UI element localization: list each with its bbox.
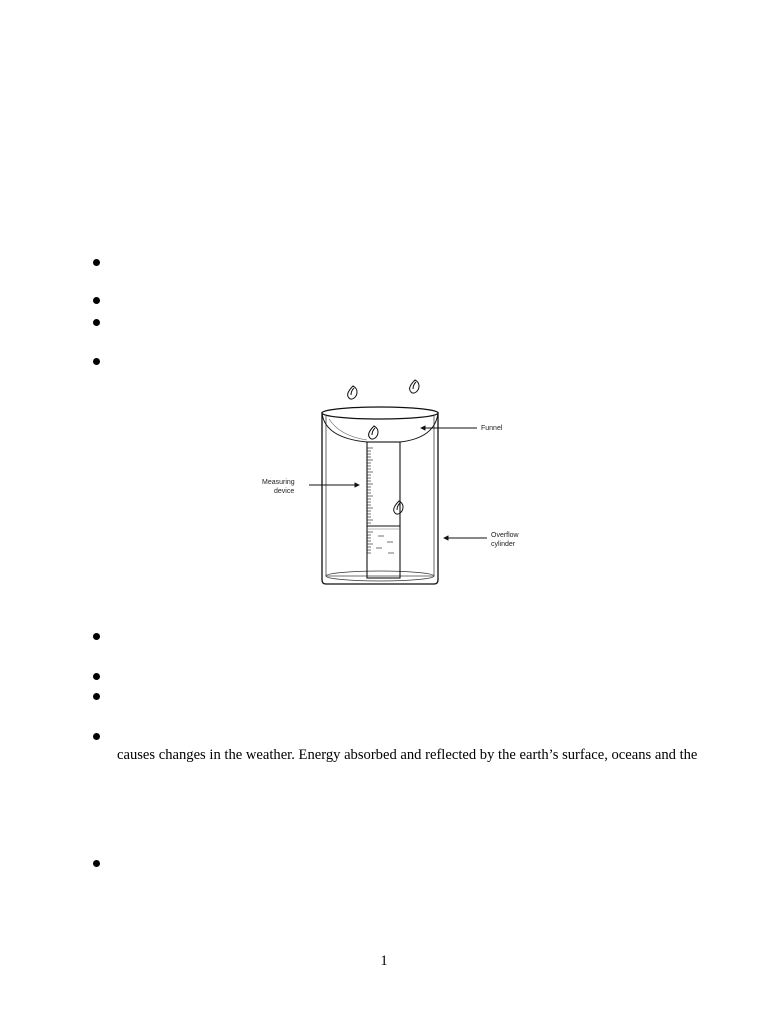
funnel: [321, 406, 439, 420]
overflow-cylinder: [321, 412, 439, 585]
overflow-cylinder-label-line1: Overflow: [491, 532, 520, 539]
measuring-device-label-line1: Measuring: [262, 479, 295, 486]
funnel-label: Funnel: [481, 425, 503, 432]
list-bullet: [93, 693, 100, 700]
raindrop-icon: [409, 379, 420, 394]
rain-gauge-diagram: Funnel Measuring device Overflow cylinde…: [262, 379, 520, 585]
measuring-device-label-line2: device: [274, 488, 294, 495]
page-number: 1: [380, 953, 388, 969]
raindrop-icon: [393, 500, 404, 515]
list-bullet: [93, 319, 100, 326]
list-bullet: [93, 633, 100, 640]
rain-gauge-figure: Funnel Measuring device Overflow cylinde…: [245, 370, 535, 595]
raindrop-icon: [368, 425, 379, 440]
list-bullet: [93, 358, 100, 365]
list-bullet: [93, 259, 100, 266]
raindrop-icon: [347, 385, 358, 400]
list-bullet: [93, 673, 100, 680]
list-bullet: [93, 733, 100, 740]
list-bullet: [93, 860, 100, 867]
overflow-cylinder-label-line2: cylinder: [491, 541, 516, 548]
body-text-line: causes changes in the weather. Energy ab…: [117, 747, 698, 763]
list-bullet: [93, 297, 100, 304]
measuring-device: [366, 441, 401, 579]
